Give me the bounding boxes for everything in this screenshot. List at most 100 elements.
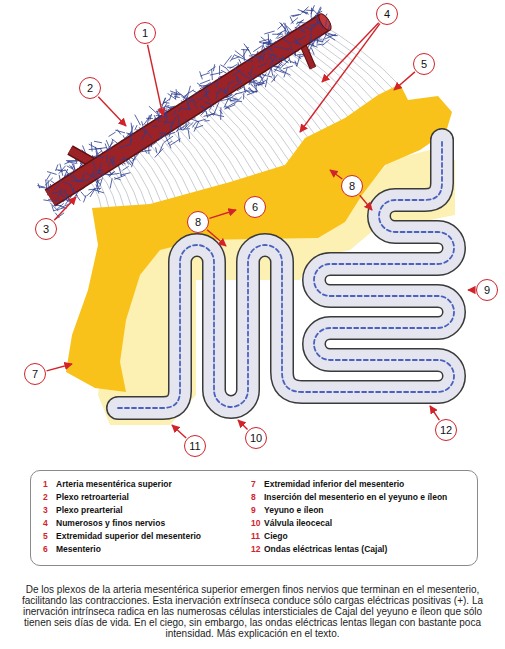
plexus-fiber — [254, 86, 258, 90]
plexus-fiber — [87, 189, 95, 196]
plexus-fiber — [259, 56, 263, 63]
plexus-fiber — [187, 122, 194, 128]
callout-circle: 4 — [376, 3, 398, 25]
plexus-fiber — [64, 162, 69, 164]
callout-number: 11 — [189, 441, 200, 452]
plexus-fiber — [240, 79, 243, 85]
plexus-fiber — [283, 39, 291, 43]
plexus-fiber — [218, 88, 221, 93]
callout-number: 3 — [43, 224, 49, 235]
plexus-fiber — [164, 136, 173, 143]
plexus-fiber — [194, 90, 200, 96]
plexus — [37, 5, 337, 219]
plexus-fiber — [251, 66, 253, 74]
plexus-fiber — [258, 83, 264, 86]
plexus-fiber — [202, 105, 205, 111]
plexus-fiber — [313, 20, 319, 28]
plexus-fiber — [91, 142, 93, 151]
artery-end — [317, 12, 334, 32]
artery-trunk — [50, 22, 325, 198]
legend-entry: 12Ondas eléctricas lentas (Cajal) — [251, 544, 387, 555]
plexus-fiber — [93, 189, 104, 193]
plexus-fiber — [276, 61, 280, 66]
leader-line — [148, 45, 163, 116]
plexus-fiber — [156, 113, 166, 120]
plexus-fiber — [169, 125, 172, 137]
legend-number: 8 — [251, 492, 264, 503]
legend-number: 11 — [251, 531, 264, 542]
plexus-fiber — [290, 62, 297, 64]
plexus-fiber — [194, 121, 199, 132]
plexus-fiber — [234, 97, 241, 104]
plexus-fiber — [316, 15, 318, 21]
plexus-fiber — [200, 71, 203, 79]
plexus-fiber — [249, 87, 253, 93]
plexus-fiber — [272, 66, 280, 68]
legend-number: 7 — [251, 479, 264, 490]
plexus-fiber — [187, 100, 192, 104]
plexus-fiber — [245, 60, 253, 62]
plexus-fiber — [316, 44, 323, 46]
leader-line — [430, 406, 439, 420]
leader-line — [360, 195, 372, 210]
callout-number: 9 — [484, 285, 490, 296]
plexus-fiber — [124, 132, 131, 139]
plexus-fiber — [98, 173, 110, 174]
plexus-fiber — [264, 41, 272, 43]
callout-number: 1 — [142, 28, 148, 39]
plexus-fiber — [254, 75, 263, 77]
legend-entry: 1Arteria mesentérica superior — [43, 479, 172, 490]
plexus-fiber — [84, 195, 87, 202]
plexus-fiber — [232, 83, 241, 89]
plexus-fiber — [201, 109, 208, 116]
plexus-fiber — [95, 169, 101, 177]
leader-line — [172, 425, 186, 438]
leader-line — [468, 289, 475, 290]
legend-text: Válvula ileocecal — [264, 518, 332, 528]
artery — [50, 12, 333, 198]
plexus-fiber — [172, 94, 180, 95]
plexus-fiber — [59, 175, 60, 182]
legend-text: Ciego — [264, 531, 288, 541]
callout-circle: 12 — [435, 419, 457, 441]
plexus-fiber — [63, 182, 72, 185]
plexus-fiber — [119, 144, 131, 148]
plexus-fiber — [185, 119, 186, 127]
plexus-fiber — [88, 173, 95, 180]
plexus-fiber — [226, 67, 230, 72]
plexus-fiber — [106, 140, 109, 147]
callout-number: 4 — [384, 9, 390, 20]
leader-line — [209, 210, 236, 218]
plexus-fiber — [246, 47, 251, 56]
plexus-fiber — [291, 18, 298, 24]
plexus-fiber — [96, 179, 100, 182]
plexus-fiber — [249, 56, 261, 58]
plexus-fiber — [39, 187, 48, 188]
plexus-fiber — [37, 185, 44, 187]
callout-circle: 8 — [187, 211, 209, 233]
callout-number: 6 — [252, 202, 258, 213]
plexus-fiber — [56, 169, 66, 171]
artery-trunk — [50, 22, 325, 198]
plexus-fiber — [311, 39, 322, 41]
plexus-fiber — [110, 178, 112, 188]
plexus-fiber — [317, 40, 323, 42]
plexus-fiber — [234, 68, 244, 74]
plexus-fiber — [295, 27, 305, 33]
callout-circle: 8 — [341, 175, 363, 197]
plexus-fiber — [158, 134, 165, 140]
plexus-fiber — [311, 48, 314, 55]
plexus-fiber — [130, 139, 132, 144]
plexus-fiber — [284, 68, 287, 77]
plexus-fiber — [266, 46, 273, 51]
plexus-fiber — [180, 125, 182, 130]
plexus-fiber — [152, 126, 159, 127]
legend-entry: 9Yeyuno e íleon — [251, 505, 324, 516]
plexus-fiber — [62, 194, 65, 199]
plexus-fiber — [72, 187, 73, 193]
plexus-fiber — [175, 93, 176, 99]
plexus-fiber — [109, 171, 115, 177]
plexus-fiber — [161, 99, 169, 105]
plexus-fiber — [219, 89, 228, 94]
callout-circle: 9 — [476, 279, 498, 301]
